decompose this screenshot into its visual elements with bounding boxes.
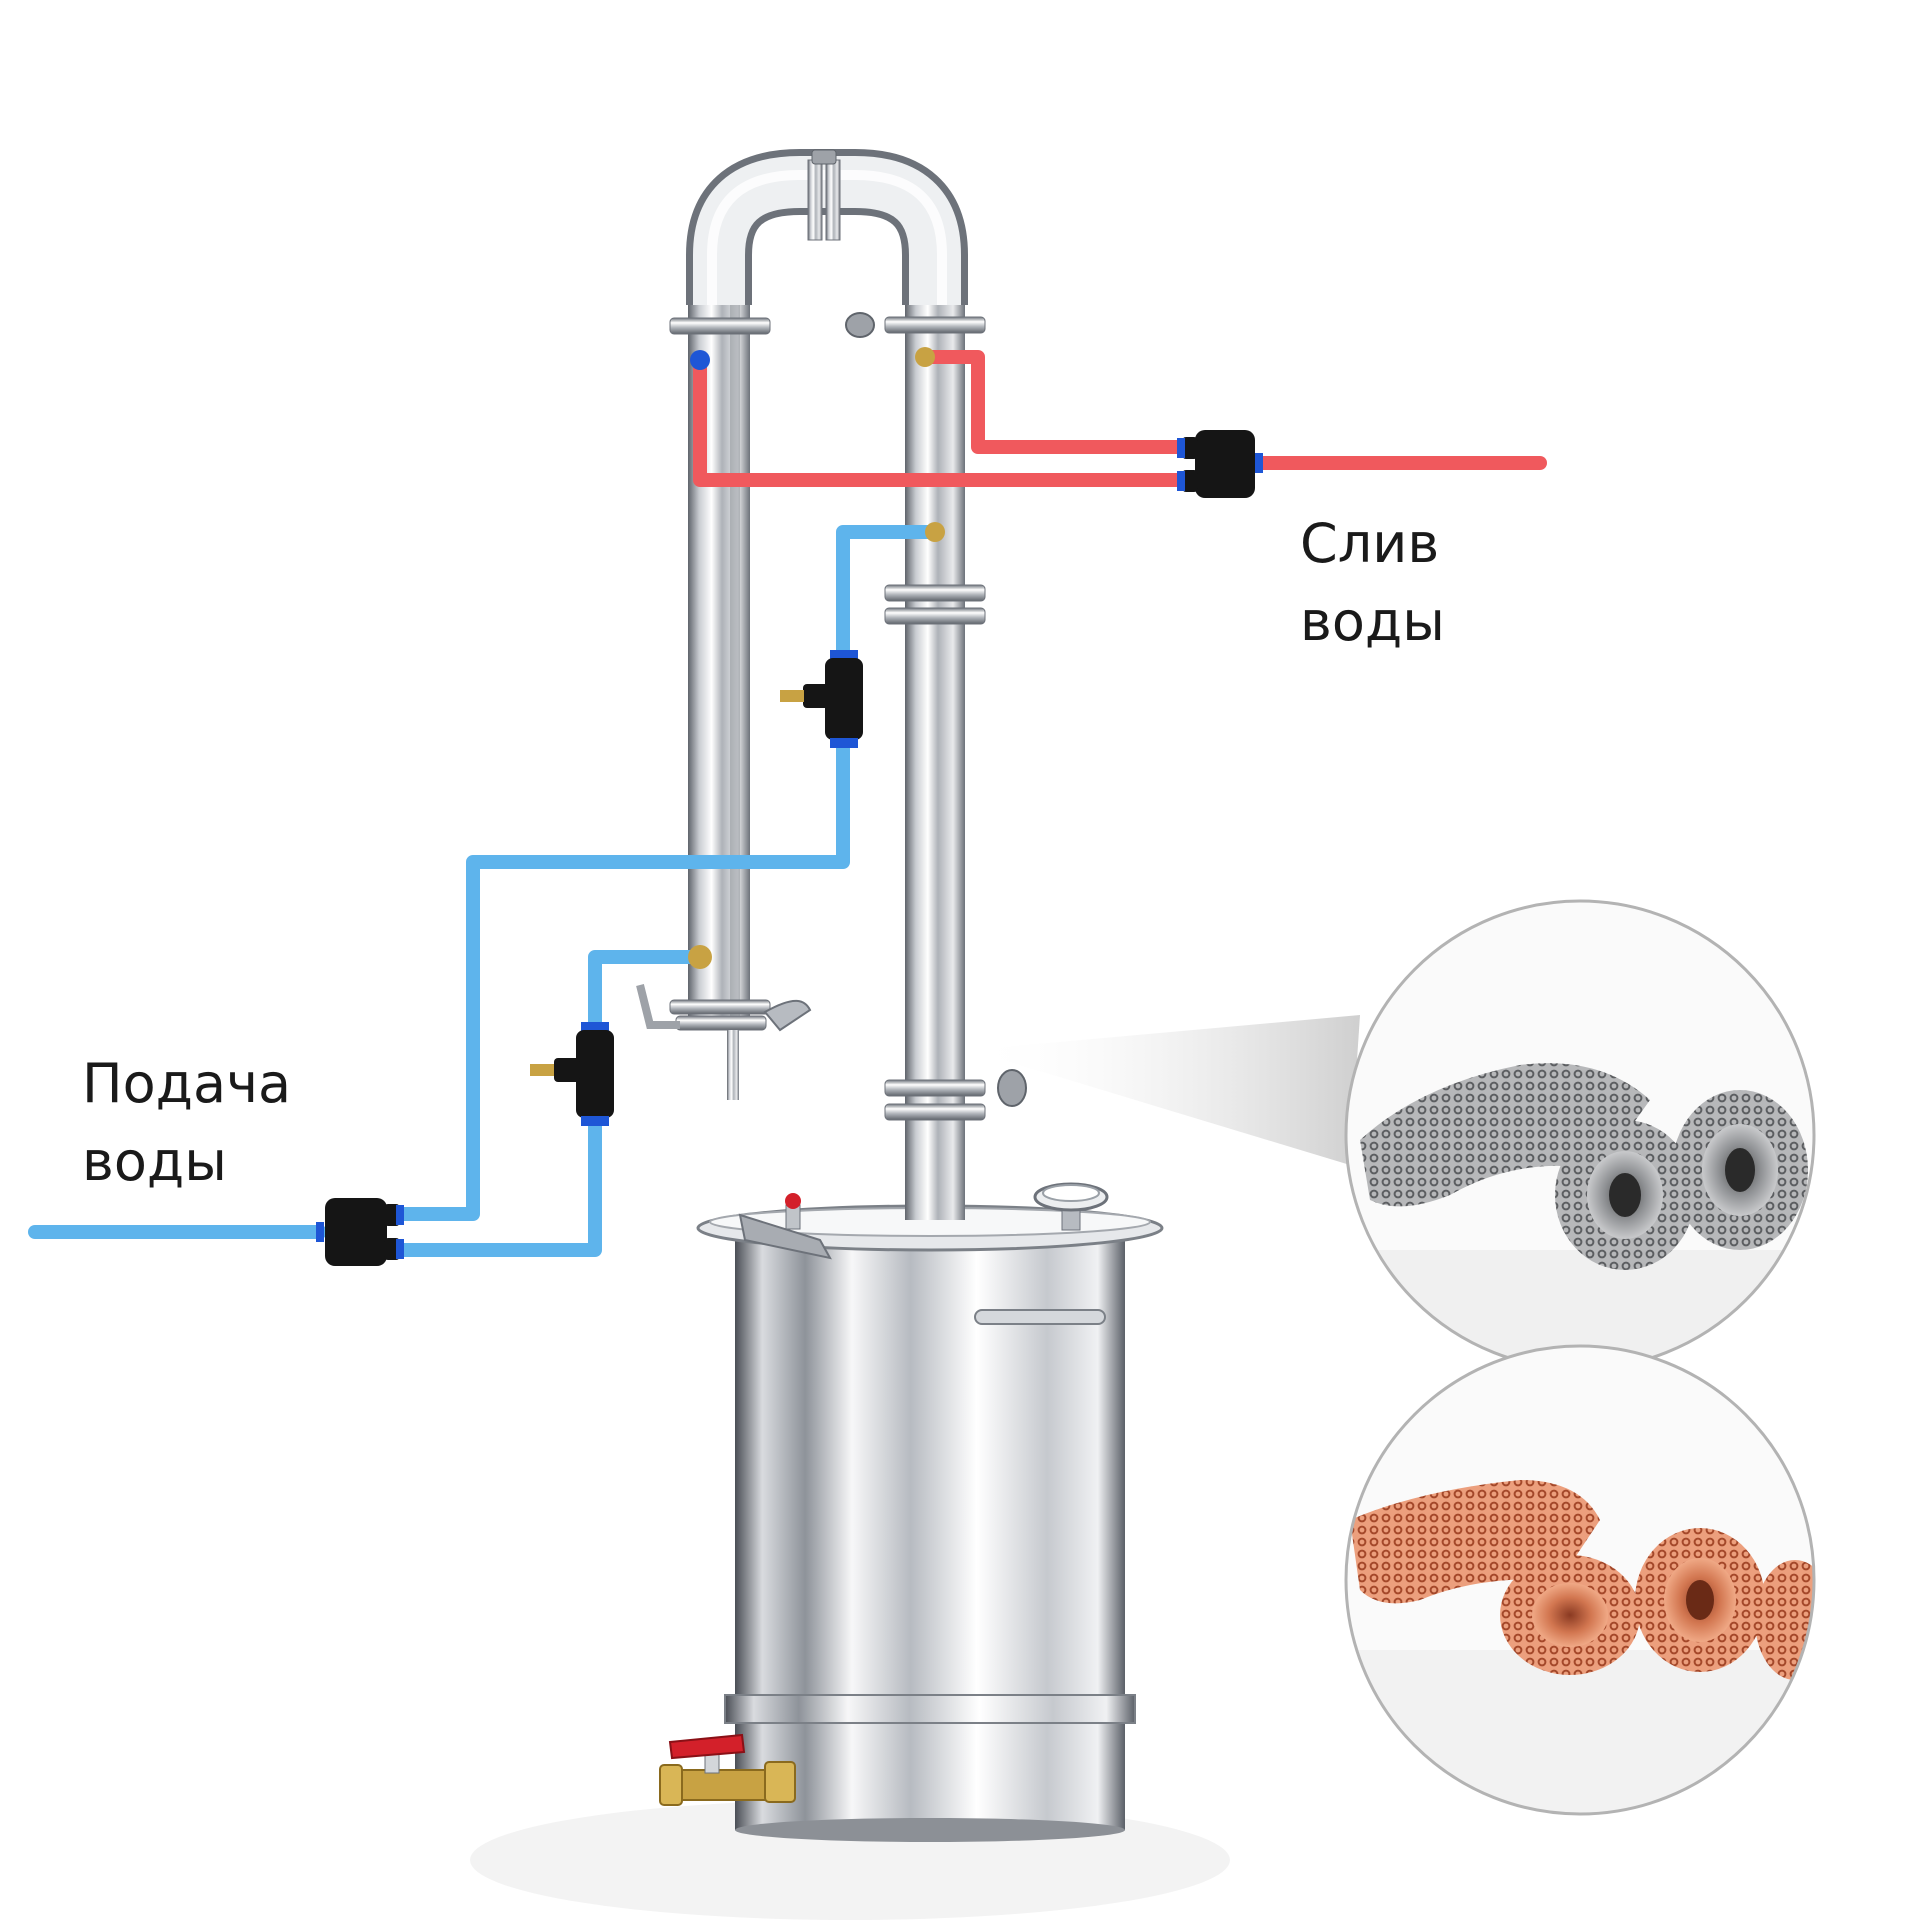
flow-control-valve-icon (780, 650, 863, 748)
drain-label: Слив воды (1300, 505, 1445, 661)
dial-thermometer-icon (1033, 1182, 1109, 1231)
push-fit-tee-connector-icon (1177, 430, 1263, 498)
supply-label-line1: Подача (82, 1052, 292, 1115)
supply-label: Подача воды (82, 1045, 291, 1201)
drain-hot-line (693, 350, 1547, 487)
drain-label-line1: Слив (1300, 512, 1440, 575)
u-bend-pipe (686, 149, 968, 305)
drain-label-line2: воды (1300, 590, 1445, 653)
flow-control-valve-icon (530, 1022, 614, 1126)
steel-mesh-packing-inset (1344, 899, 1816, 1371)
zoom-pointer (970, 1015, 1360, 1165)
push-fit-tee-connector-icon (316, 1198, 404, 1266)
copper-mesh-packing-inset (1344, 1344, 1816, 1816)
boiler-tank (696, 1193, 1164, 1842)
safety-valve-icon (785, 1193, 801, 1209)
supply-label-line2: воды (82, 1130, 227, 1193)
column-ports (688, 347, 945, 969)
main-column (845, 300, 1027, 1220)
ball-valve-icon (659, 1733, 796, 1806)
